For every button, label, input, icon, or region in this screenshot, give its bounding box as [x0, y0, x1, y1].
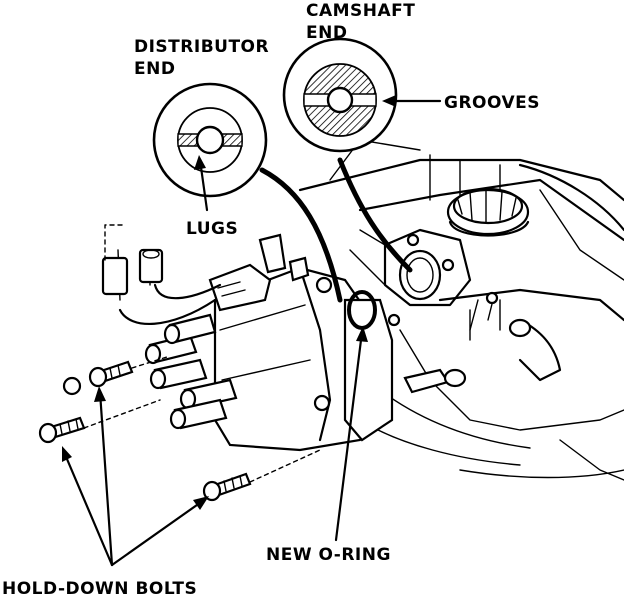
hold-down-bolt-3	[202, 472, 252, 502]
inset-leaders	[259, 157, 413, 303]
engine-studs	[403, 291, 532, 394]
wiring-harness	[101, 224, 222, 326]
label-distributor-end-2: END	[134, 59, 175, 79]
label-lugs: LUGS	[186, 219, 238, 239]
label-new-o-ring: NEW O-RING	[266, 545, 391, 565]
label-grooves: GROOVES	[444, 93, 540, 113]
bolt-alignment-dashes	[83, 355, 321, 483]
spacer-washer	[62, 376, 82, 396]
oil-filler-cap	[446, 187, 530, 237]
o-ring	[347, 290, 377, 330]
hold-down-bolt-1	[38, 416, 86, 444]
label-camshaft-end-1: CAMSHAFT	[306, 1, 415, 21]
label-distributor-end-1: DISTRIBUTOR	[134, 37, 269, 57]
camshaft-end-inset	[282, 37, 398, 153]
distributor-end-inset	[152, 82, 268, 198]
hold-down-bolt-2	[88, 360, 134, 388]
callout-arrows	[62, 95, 442, 567]
label-camshaft-end-2: END	[306, 23, 347, 43]
label-hold-down-bolts: HOLD-DOWN BOLTS	[2, 579, 197, 599]
distributor-body	[144, 233, 394, 452]
